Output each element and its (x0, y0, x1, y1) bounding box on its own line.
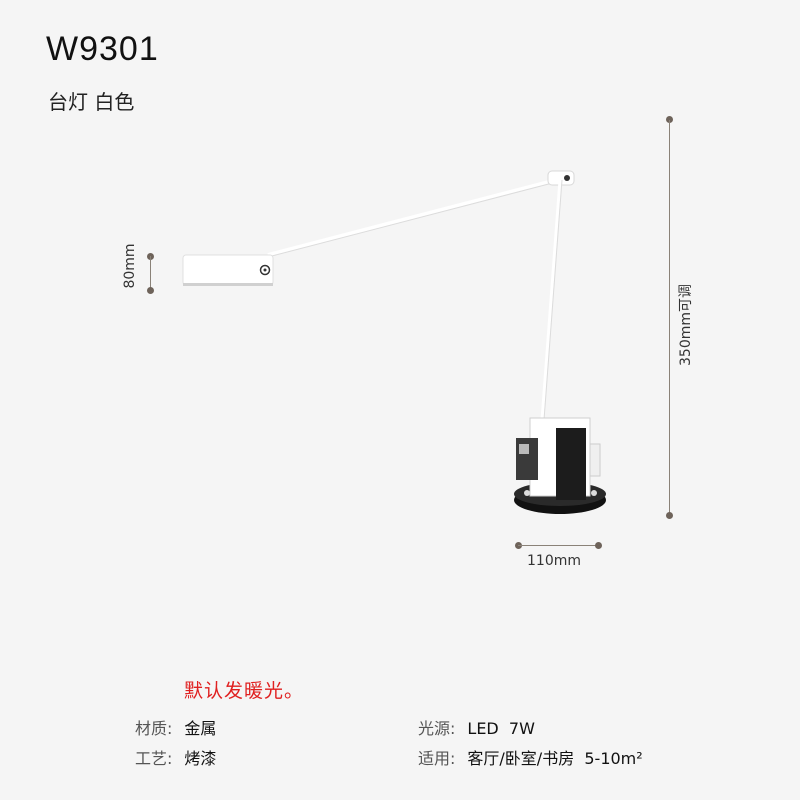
spec-label: 适用: (418, 749, 456, 768)
base-dim-right-dot (595, 542, 602, 549)
base-dim-label: 110mm (527, 553, 581, 569)
spec-material: 材质: 金属 (135, 715, 216, 739)
base-screw-left (524, 490, 530, 496)
lamp-base-center-block (556, 428, 586, 500)
base-dim-line (518, 545, 598, 546)
spec-application: 适用: 客厅/卧室/书房 5-10m² (418, 745, 643, 769)
head-dim-bottom-dot (147, 287, 154, 294)
height-dim-label: 350mm可调 (678, 284, 694, 366)
height-dim-top-dot (666, 116, 673, 123)
head-dim-line (150, 256, 151, 290)
upper-arm-shadow (267, 179, 565, 258)
spec-label: 工艺: (135, 749, 173, 768)
lamp-head-edge (183, 283, 273, 286)
lamp-switch (519, 444, 529, 454)
product-subtitle: 台灯 白色 (48, 90, 135, 114)
lower-arm (540, 179, 562, 421)
lamp-side-panel (589, 443, 601, 477)
product-model-title: W9301 (46, 30, 159, 68)
top-joint-knob (564, 175, 570, 181)
lower-arm-shadow (543, 179, 563, 421)
spec-light-source: 光源: LED 7W (418, 715, 535, 739)
spec-label: 光源: (418, 719, 456, 738)
height-dim-bottom-dot (666, 512, 673, 519)
warm-light-note: 默认发暖光。 (184, 680, 305, 702)
spec-value: 客厅/卧室/书房 5-10m² (467, 749, 643, 768)
upper-arm (267, 176, 565, 257)
spec-value: 金属 (184, 719, 217, 738)
lamp-head (182, 254, 274, 286)
spec-value: LED 7W (467, 719, 535, 738)
head-joint-center (263, 268, 267, 272)
base-screw-right (591, 490, 597, 496)
head-dim-label: 80mm (122, 243, 138, 289)
spec-finish: 工艺: 烤漆 (135, 745, 216, 769)
spec-label: 材质: (135, 719, 173, 738)
spec-value: 烤漆 (184, 749, 217, 768)
height-dim-line (669, 120, 670, 515)
